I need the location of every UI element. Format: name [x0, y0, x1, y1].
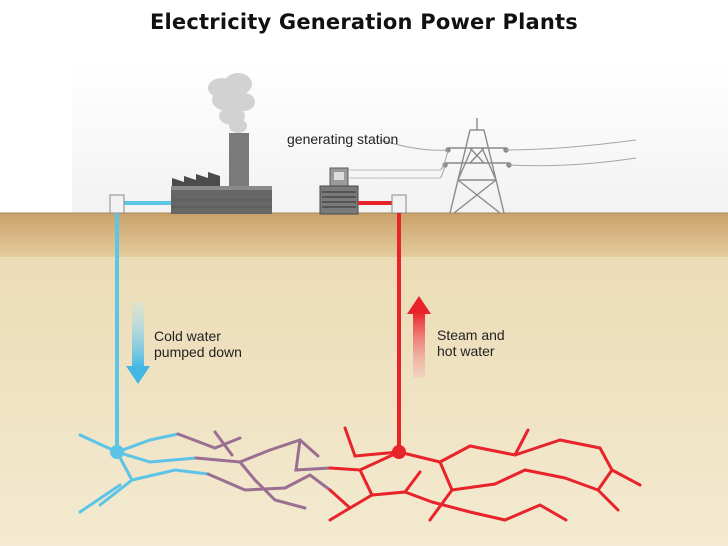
steam-label-line2: hot water — [437, 343, 495, 359]
cold-water-down-arrow — [126, 302, 150, 384]
ground-surface-layer — [0, 213, 728, 257]
production-wellhead — [391, 194, 407, 214]
power-lines — [379, 139, 637, 179]
hot-junction — [392, 445, 406, 459]
generator-icon — [319, 167, 359, 215]
cold-water-label-line2: pumped down — [154, 344, 242, 360]
cold-water-label-line1: Cold water — [154, 328, 221, 344]
power-pylon-icon — [442, 118, 512, 214]
factory-icon — [171, 133, 272, 214]
mixed-fracture-network — [176, 430, 332, 510]
generating-station-label: generating station — [287, 131, 398, 147]
sky-background — [72, 60, 728, 214]
generator-cables — [349, 169, 440, 179]
cold-junction — [110, 445, 124, 459]
steam-up-arrow — [407, 296, 431, 378]
hot-fracture-network — [328, 426, 642, 522]
ground-deep-layer — [0, 257, 728, 546]
steam-label-line1: Steam and — [437, 327, 505, 343]
page-title: Electricity Generation Power Plants — [149, 10, 578, 34]
injection-wellhead — [109, 194, 125, 214]
smoke-icon — [208, 73, 255, 133]
